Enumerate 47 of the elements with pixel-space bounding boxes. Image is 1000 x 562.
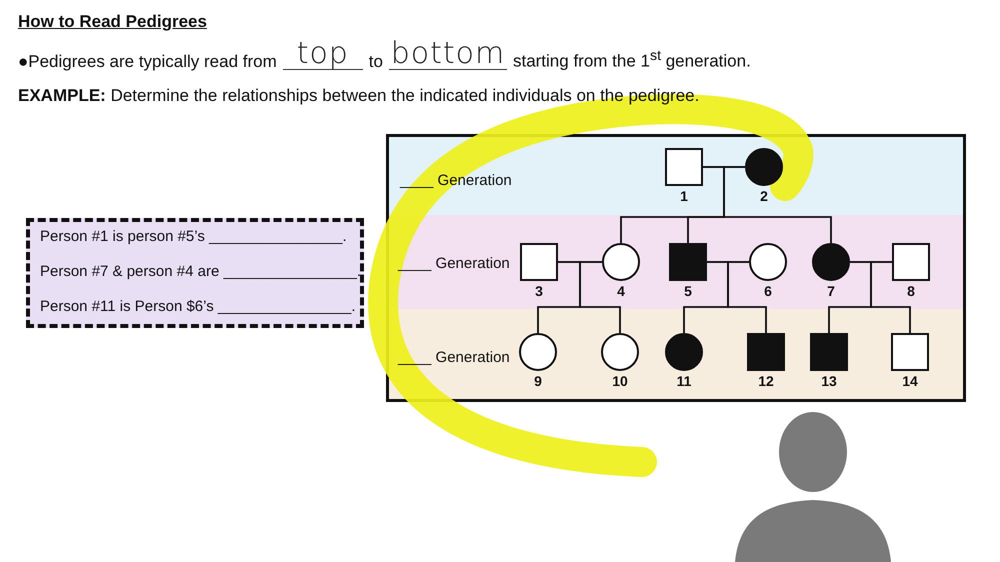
pedigree-frame (386, 134, 966, 402)
individual-number: 2 (759, 188, 769, 204)
question-text: Person #11 is Person $6’s ________________. (40, 298, 356, 315)
generation-band (389, 215, 963, 309)
circle-symbol (749, 243, 787, 281)
sentence-text: to (368, 52, 383, 72)
filled-square-symbol (747, 333, 785, 371)
individual-number: 4 (616, 283, 626, 299)
filled-circle-symbol (665, 333, 703, 371)
individual-number: 8 (906, 283, 916, 299)
title: How to Read Pedigrees (18, 12, 207, 32)
pedigree-line (579, 261, 621, 333)
circle-symbol (519, 333, 557, 371)
individual-number: 12 (757, 373, 775, 389)
individual-number: 3 (534, 283, 544, 299)
question-card (26, 218, 364, 328)
square-symbol (891, 333, 929, 371)
question-text: Person #1 is person #5’s ________________. (40, 228, 347, 245)
pedigree-line (723, 166, 832, 243)
filled-circle-symbol (812, 243, 850, 281)
square-symbol (520, 243, 558, 281)
circle-symbol (602, 243, 640, 281)
individual-number: 7 (826, 283, 836, 299)
sentence-text: starting from the 1$^{st}$ generation. (512, 48, 751, 72)
individual-number: 11 (676, 373, 692, 389)
individual-number: 5 (683, 283, 693, 299)
individual-number: 10 (611, 373, 629, 389)
pedigree-line (727, 261, 767, 333)
generation-band (389, 309, 963, 399)
individual-number: 14 (901, 373, 919, 389)
circle-symbol (601, 333, 639, 371)
filled-square-symbol (669, 243, 707, 281)
question-text: Person #7 & person #4 are ________________. (40, 263, 362, 280)
square-symbol (892, 243, 930, 281)
fill-in-line: top (282, 39, 363, 70)
pedigree-line (870, 261, 911, 333)
individual-number: 13 (820, 373, 838, 389)
generation-label: ____ Generation (398, 255, 510, 272)
fill-in-line: bottom (388, 39, 507, 70)
generation-label: ____ Generation (398, 349, 510, 366)
individual-number: 1 (679, 188, 689, 204)
square-symbol (665, 148, 703, 186)
sentence-text: ●Pedigrees are typically read from (18, 52, 277, 72)
filled-circle-symbol (745, 148, 783, 186)
individual-number: 6 (763, 283, 773, 299)
filled-square-symbol (810, 333, 848, 371)
individual-number: 9 (533, 373, 543, 389)
